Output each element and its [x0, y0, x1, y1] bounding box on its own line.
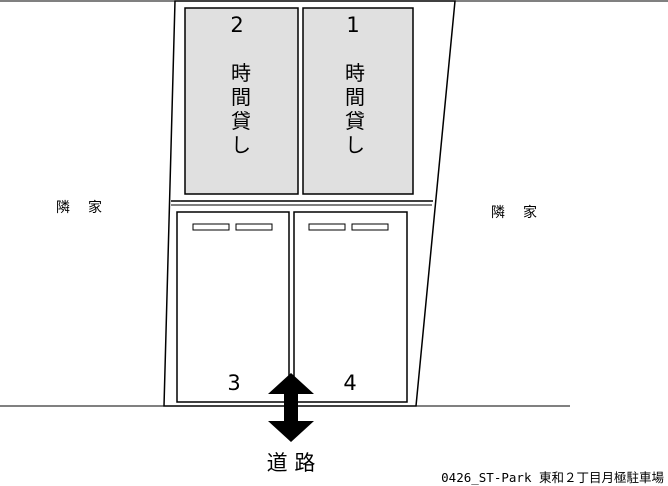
wheel-stop-icon — [192, 223, 230, 231]
space-1-type-char-3: 貸 — [345, 109, 365, 133]
wheel-stop-icon — [351, 223, 389, 231]
neighbor-left-label: 隣 家 — [56, 199, 104, 216]
space-3-number: 3 — [227, 371, 240, 395]
neighbor-right-label: 隣 家 — [491, 204, 539, 221]
space-1-type-char-1: 時 — [345, 61, 365, 85]
space-4-number: 4 — [343, 371, 356, 395]
space-1-type-char-2: 間 — [345, 85, 365, 109]
road-label: 道 路 — [267, 451, 316, 475]
space-1-number: 1 — [346, 13, 359, 37]
parking-space-1: 1 時 間 貸 し — [302, 7, 414, 195]
parking-space-4: 4 — [293, 211, 408, 403]
parking-space-3: 3 — [176, 211, 290, 403]
space-3-area — [176, 211, 290, 403]
space-2-type-char-1: 時 — [231, 61, 251, 85]
space-1-area — [302, 7, 414, 195]
lot-outline — [163, 0, 456, 407]
space-2-type-char-4: し — [231, 133, 251, 157]
lot-caption: 0426_ST-Park 東和２丁目月極駐車場 — [441, 470, 664, 485]
space-2-type-char-2: 間 — [231, 85, 251, 109]
space-4-area — [293, 211, 408, 403]
space-2-number: 2 — [230, 13, 243, 37]
parking-space-2: 2 時 間 貸 し — [184, 7, 299, 195]
space-2-type-char-3: 貸 — [231, 109, 251, 133]
space-1-type-char-4: し — [345, 133, 365, 157]
space-2-area — [184, 7, 299, 195]
wheel-stop-icon — [235, 223, 273, 231]
wheel-stop-icon — [308, 223, 346, 231]
double-arrow-vertical-icon — [268, 373, 314, 442]
